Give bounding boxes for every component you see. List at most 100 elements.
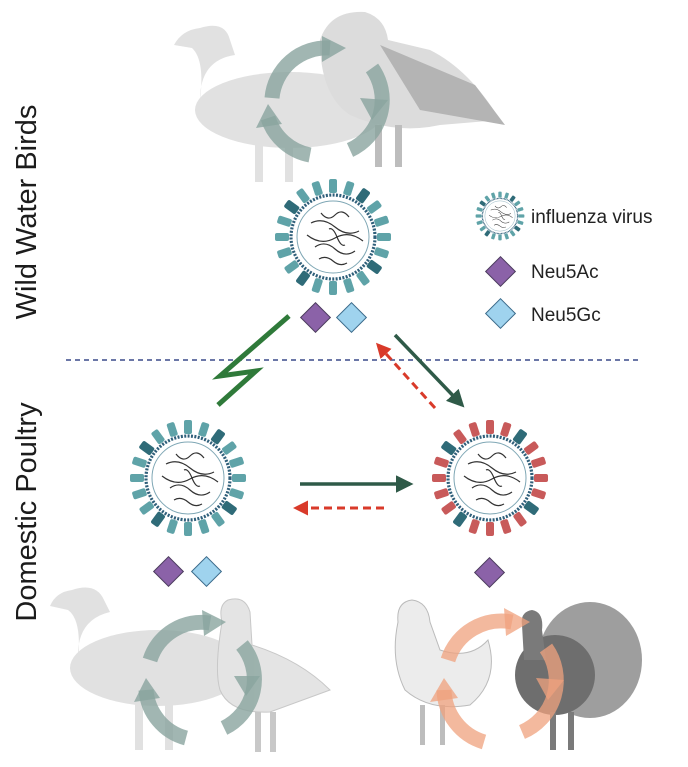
virus-spike: [296, 188, 310, 203]
virus-spike: [166, 422, 178, 437]
virus-spike: [184, 420, 192, 434]
virus-spike: [132, 456, 147, 468]
label-wild-water-birds: Wild Water Birds: [11, 105, 43, 320]
virus-spike: [166, 519, 178, 534]
virus-spike: [377, 233, 391, 241]
virus-spike: [277, 215, 292, 227]
virus-rna: [498, 212, 506, 220]
virus-spike: [329, 179, 337, 193]
virus-spike: [211, 429, 225, 445]
influenza-virus-poultry-right: [432, 420, 548, 536]
legend-virus-label: influenza virus: [531, 207, 652, 228]
virus-spike: [356, 188, 370, 204]
virus-spike: [434, 488, 449, 500]
virus-spike: [367, 200, 382, 214]
virus-spike: [500, 422, 512, 437]
arrow-wild-to-poultry: [393, 333, 465, 408]
virus-spike: [151, 429, 165, 444]
virus-spike: [498, 191, 502, 198]
neu5ac-diamond-left: [152, 555, 185, 588]
virus-spike: [284, 200, 300, 214]
virus-spike: [518, 214, 525, 218]
virus-rna: [175, 452, 205, 460]
virus-spike: [523, 501, 539, 515]
virus-spike: [211, 512, 225, 527]
virus-rna: [161, 475, 219, 483]
arrow-poultry-to-wild-dashed: [375, 342, 437, 410]
virus-spike: [222, 441, 237, 455]
virus-rna: [477, 452, 507, 460]
virus-rna: [475, 497, 505, 507]
influenza-virus-poultry-left: [130, 420, 246, 536]
virus-spike: [311, 278, 323, 293]
virus-rna: [306, 234, 364, 242]
virus-rna: [183, 469, 201, 487]
virus-rna: [173, 497, 203, 507]
virus-rna: [310, 220, 360, 234]
virus-spike: [432, 474, 446, 482]
virus-spike: [484, 195, 491, 202]
virus-spike: [151, 511, 165, 527]
virus-spike: [329, 281, 337, 295]
influenza-virus-top: [275, 179, 391, 295]
virus-spike: [517, 220, 524, 225]
cycle-arrowheads-bottom-left: [134, 610, 260, 702]
virus-spike: [479, 200, 486, 207]
virus-spike: [504, 233, 509, 240]
purple-diamond-icon: [484, 255, 517, 288]
virus-spike: [476, 220, 483, 225]
virus-spike: [453, 511, 467, 527]
label-domestic-poultry: Domestic Poultry: [11, 402, 43, 622]
virus-spike: [130, 474, 144, 482]
virus-spike: [504, 192, 509, 199]
virus-spike: [374, 215, 389, 227]
virus-spike: [468, 422, 480, 437]
virus-core: [453, 441, 527, 515]
cycle-arrowheads-top: [256, 36, 388, 128]
legend-neu5ac-label: Neu5Ac: [531, 262, 599, 283]
virus-rna: [467, 461, 517, 475]
virus-spike: [198, 519, 210, 534]
virus-spike: [513, 512, 527, 527]
virus-spike: [343, 278, 355, 293]
virus-spike: [139, 501, 154, 515]
virus-spike: [139, 441, 155, 455]
blocked-transmission-lightning-icon: [212, 314, 291, 407]
virus-spike: [453, 429, 467, 444]
virus-spike: [374, 247, 389, 259]
virus-spike: [441, 441, 457, 455]
virus-rna: [485, 469, 503, 487]
virus-spike: [356, 271, 370, 286]
virus-spike: [514, 225, 521, 232]
virus-spike: [366, 260, 382, 274]
virus-spike: [514, 200, 521, 207]
virus-spike: [441, 501, 456, 515]
legend-neu5gc-label: Neu5Gc: [531, 305, 601, 326]
virus-spike: [479, 225, 486, 232]
virus-spike: [491, 192, 496, 199]
virus-spike: [232, 474, 246, 482]
virus-spike: [468, 519, 480, 534]
virus-spike: [184, 522, 192, 536]
virus-spike: [498, 234, 502, 241]
virus-spike: [517, 207, 524, 212]
virus-spike: [531, 488, 546, 500]
virus-spike: [500, 519, 512, 534]
virus-spike: [132, 488, 147, 500]
virus-spike: [296, 270, 310, 286]
virus-spike: [275, 233, 289, 241]
virus-spike: [476, 207, 483, 212]
virus-spike: [486, 522, 494, 536]
influenza-virus-icon: [475, 191, 525, 241]
virus-spike: [198, 422, 210, 437]
virus-spike: [484, 230, 491, 237]
virus-rna: [169, 484, 211, 496]
virus-spike: [311, 181, 323, 196]
virus-spike: [524, 441, 539, 455]
virus-spike: [229, 488, 244, 500]
virus-spike: [475, 214, 482, 218]
virus-rna: [320, 211, 350, 219]
virus-spike: [221, 501, 237, 515]
virus-spike: [513, 429, 527, 445]
